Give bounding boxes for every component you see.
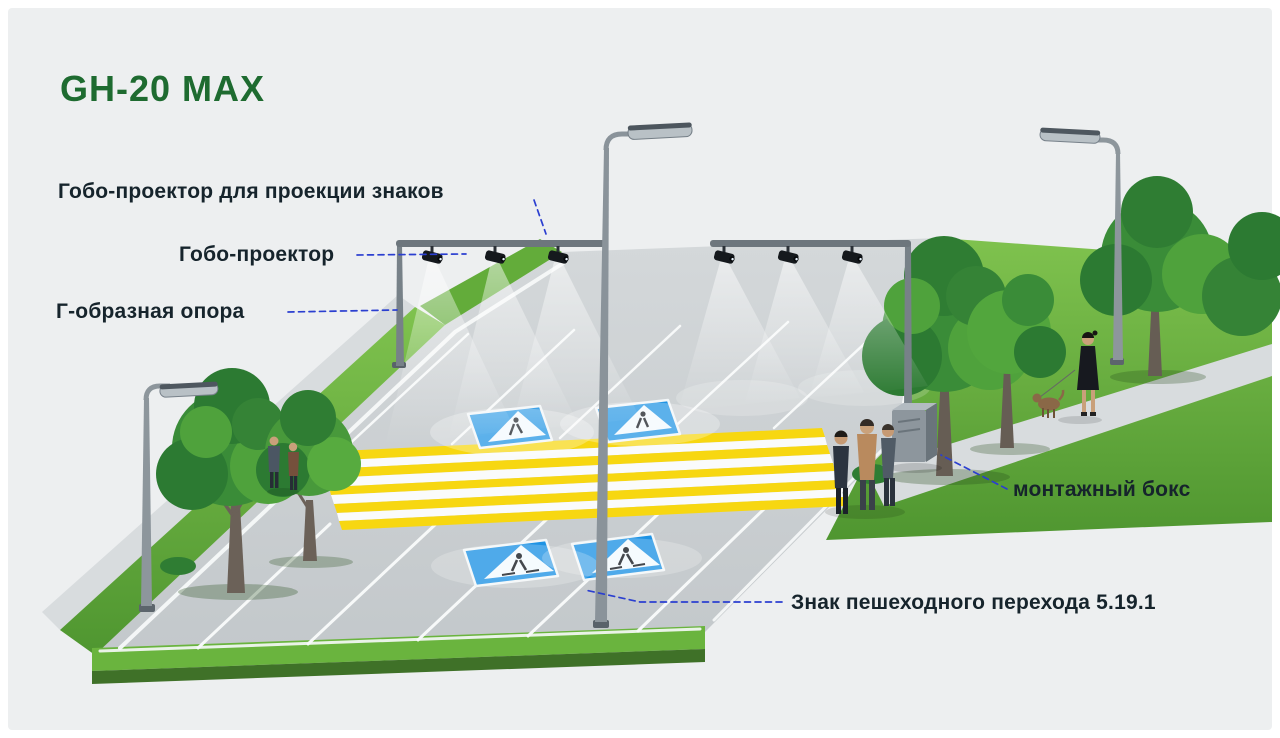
gobo-projector-unit bbox=[421, 246, 443, 264]
gobo-projector-unit bbox=[713, 246, 735, 264]
callout-line-mounting-box bbox=[940, 454, 1008, 490]
projector-light-cones bbox=[385, 262, 928, 446]
callout-line-crosswalk-sign bbox=[584, 589, 783, 603]
callout-line-gobo-projector bbox=[356, 253, 467, 256]
crosswalk-zebra bbox=[318, 428, 846, 530]
bottom-green-strip bbox=[92, 626, 705, 684]
callout-gobo-projector-for-signs: Гобо-проектор для проекции знаков bbox=[58, 180, 444, 203]
l-shaped-support-right bbox=[710, 240, 912, 415]
projected-sign-5-19-1-left bbox=[462, 538, 560, 588]
callout-line-gobo-for-signs bbox=[533, 199, 547, 235]
callout-l-shaped-support: Г-образная опора bbox=[56, 300, 245, 323]
pedestrians-crossing bbox=[825, 419, 905, 519]
callout-gobo-projector: Гобо-проектор bbox=[179, 243, 335, 266]
gobo-projector-unit bbox=[841, 246, 863, 264]
pedestrians-left bbox=[267, 436, 299, 496]
streetlight-right bbox=[1039, 127, 1124, 365]
gobo-projector-unit bbox=[777, 246, 799, 264]
pedestrian-with-dog bbox=[1032, 330, 1102, 424]
gobo-projector-unit bbox=[484, 246, 506, 264]
streetlight-center bbox=[593, 122, 693, 628]
callout-mounting-box: монтажный бокс bbox=[1013, 478, 1191, 501]
callout-lines bbox=[287, 199, 1008, 603]
callout-line-l-support bbox=[287, 309, 398, 313]
streetlight-left bbox=[139, 381, 219, 612]
l-shaped-support-left bbox=[392, 240, 606, 368]
trees-right-far bbox=[1080, 176, 1280, 384]
projected-sign-5-19-1-right bbox=[570, 532, 666, 582]
trees-left bbox=[156, 368, 361, 600]
gobo-projector-unit bbox=[547, 246, 569, 264]
callout-pedestrian-crossing-sign: Знак пешеходного перехода 5.19.1 bbox=[791, 591, 1156, 614]
mounting-box bbox=[890, 403, 942, 473]
product-title: GH-20 MAX bbox=[60, 68, 266, 109]
